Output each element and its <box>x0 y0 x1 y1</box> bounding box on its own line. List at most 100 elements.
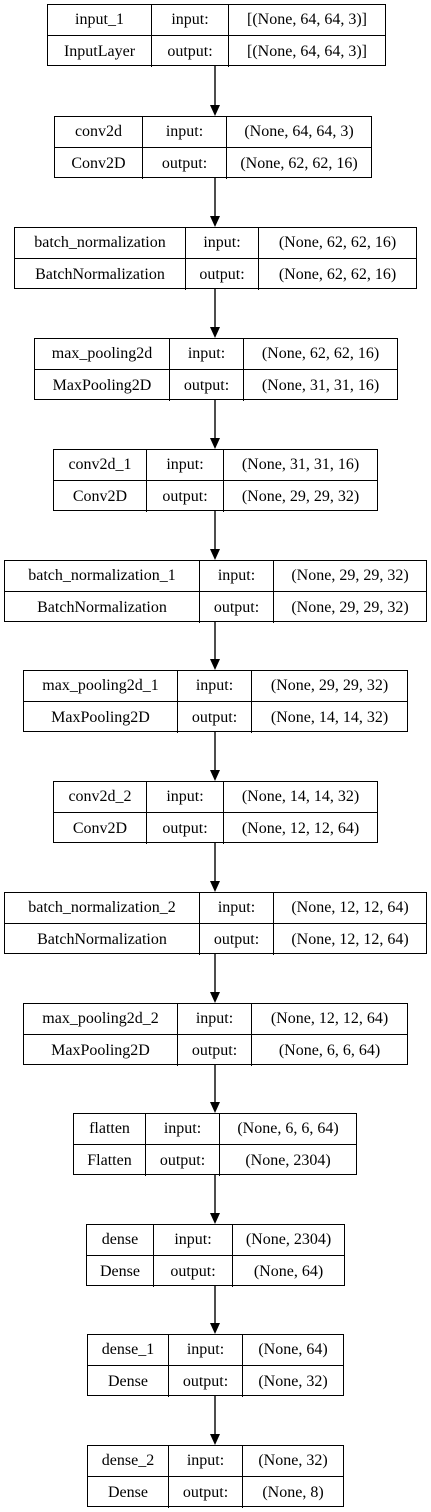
input-shape: (None, 12, 12, 64) <box>274 893 426 924</box>
output-label: output: <box>178 1035 252 1066</box>
layer-name: dense <box>87 1225 154 1256</box>
output-label: output: <box>200 924 274 955</box>
output-shape: (None, 62, 62, 16) <box>240 154 358 172</box>
layer-class: MaxPooling2D <box>24 1035 178 1066</box>
layer-name: max_pooling2d <box>35 339 170 370</box>
arrowhead-icon <box>210 1434 220 1445</box>
layer-class: MaxPooling2D <box>35 370 170 401</box>
output-label: output: <box>178 702 252 733</box>
input-shape: (None, 2304) <box>233 1225 344 1256</box>
input-label: input: <box>152 5 229 36</box>
layer-name: max_pooling2d_1 <box>24 671 178 702</box>
layer-name: conv2d_1 <box>54 450 147 481</box>
output-label: output: <box>154 1256 233 1287</box>
output-label: output: <box>152 36 229 67</box>
input-label: input: <box>143 117 227 148</box>
input-shape: [(None, 64, 64, 3)] <box>229 5 385 36</box>
output-shape: (None, 64) <box>253 1262 324 1280</box>
layer-name: dense_1 <box>88 1335 169 1366</box>
arrowhead-icon <box>210 881 220 892</box>
input-label: input: <box>200 893 274 924</box>
layer-class: Dense <box>88 1366 169 1397</box>
output-shape: (None, 14, 14, 32) <box>270 708 389 726</box>
input-shape: (None, 32) <box>243 1446 343 1477</box>
output-label: output: <box>170 370 244 401</box>
output-label: output: <box>186 259 259 290</box>
layer-class: BatchNormalization <box>15 259 186 290</box>
input-label: input: <box>169 1446 243 1477</box>
input-shape: (None, 62, 62, 16) <box>244 339 397 370</box>
layer-class: BatchNormalization <box>5 924 200 955</box>
output-shape: (None, 2304) <box>245 1151 331 1169</box>
output-label: output: <box>169 1366 243 1397</box>
input-shape: (None, 64, 64, 3) <box>227 117 371 148</box>
arrowhead-icon <box>210 216 220 227</box>
output-shape: (None, 6, 6, 64) <box>278 1041 381 1059</box>
output-shape: (None, 62, 62, 16) <box>278 265 397 283</box>
arrowhead-icon <box>210 1213 220 1224</box>
input-shape: (None, 29, 29, 32) <box>274 561 426 592</box>
input-label: input: <box>178 671 252 702</box>
input-label: input: <box>200 561 274 592</box>
input-label: input: <box>146 1114 220 1145</box>
input-label: input: <box>178 1004 252 1035</box>
layer-name: batch_normalization_2 <box>5 893 200 924</box>
output-shape: (None, 8) <box>262 1483 324 1501</box>
layer-class: Flatten <box>74 1145 146 1176</box>
output-label: output: <box>146 1145 220 1176</box>
input-label: input: <box>147 450 224 481</box>
layer-class: Conv2D <box>54 813 147 844</box>
layer-name: dense_2 <box>88 1446 169 1477</box>
output-label: output: <box>143 148 227 179</box>
input-shape: (None, 64) <box>243 1335 343 1366</box>
layer-class: Conv2D <box>55 148 143 179</box>
input-shape: (None, 31, 31, 16) <box>224 450 377 481</box>
output-label: output: <box>147 813 224 844</box>
layer-name: input_1 <box>48 5 152 36</box>
input-label: input: <box>186 228 259 259</box>
input-shape: (None, 12, 12, 64) <box>252 1004 407 1035</box>
layer-name: flatten <box>74 1114 146 1145</box>
arrowhead-icon <box>210 327 220 338</box>
layer-class: Dense <box>87 1256 154 1287</box>
arrowhead-icon <box>210 105 220 116</box>
layer-name: max_pooling2d_2 <box>24 1004 178 1035</box>
input-label: input: <box>170 339 244 370</box>
layer-class: MaxPooling2D <box>24 702 178 733</box>
layer-class: InputLayer <box>48 36 152 67</box>
layer-name: batch_normalization <box>15 228 186 259</box>
input-label: input: <box>169 1335 243 1366</box>
arrowhead-icon <box>210 770 220 781</box>
arrowhead-icon <box>210 992 220 1003</box>
input-label: input: <box>154 1225 233 1256</box>
output-label: output: <box>200 592 274 623</box>
output-shape: (None, 29, 29, 32) <box>291 598 409 616</box>
layer-name: batch_normalization_1 <box>5 561 200 592</box>
input-label: input: <box>147 782 224 813</box>
layer-name: conv2d <box>55 117 143 148</box>
input-shape: (None, 29, 29, 32) <box>252 671 407 702</box>
output-shape: (None, 31, 31, 16) <box>261 376 380 394</box>
layer-class: BatchNormalization <box>5 592 200 623</box>
layer-class: Dense <box>88 1477 169 1508</box>
arrowhead-icon <box>210 1323 220 1334</box>
output-shape: (None, 32) <box>258 1372 328 1390</box>
arrowhead-icon <box>210 659 220 670</box>
output-shape: (None, 12, 12, 64) <box>241 819 360 837</box>
output-shape: [(None, 64, 64, 3)] <box>247 42 367 60</box>
